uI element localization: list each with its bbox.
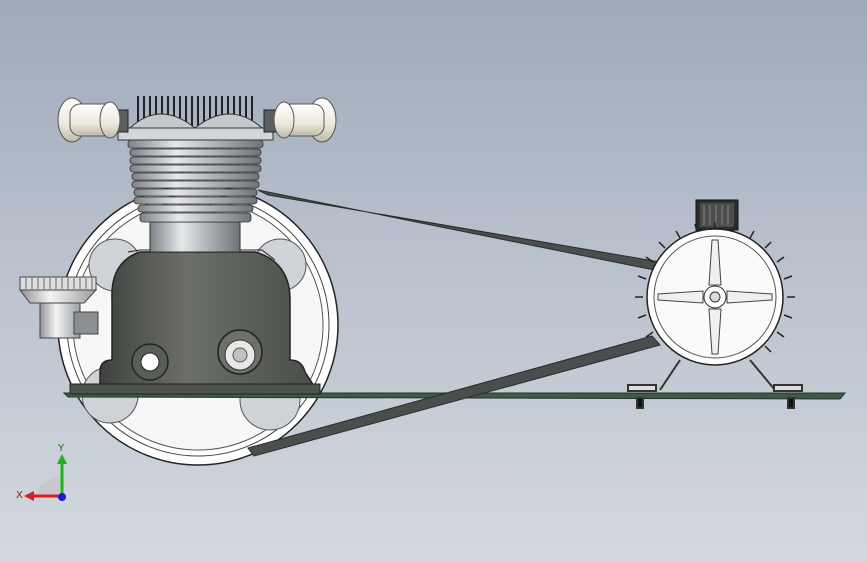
electric-motor[interactable]	[627, 199, 803, 409]
left-filter-cap[interactable]	[57, 97, 121, 143]
filter-knurl-lines	[25, 278, 93, 289]
right-filter-cap[interactable]	[273, 97, 337, 143]
compressor-crankcase[interactable]	[69, 249, 321, 395]
v-belt[interactable]	[247, 189, 661, 457]
air-intake-filter[interactable]	[18, 276, 99, 339]
cooling-fins	[127, 139, 264, 223]
motor-mounting-feet	[627, 359, 803, 409]
sight-glass[interactable]	[217, 329, 263, 375]
x-axis-label: X	[16, 490, 23, 501]
drain-plug[interactable]	[131, 343, 169, 381]
z-axis-dot	[58, 493, 66, 501]
intake-filter-caps[interactable]	[57, 97, 337, 143]
coordinate-triad: Y X	[14, 440, 84, 510]
motor-cooling-fins	[635, 222, 795, 353]
fan-cover-spokes	[657, 239, 773, 355]
motor-fan-cover[interactable]	[646, 228, 784, 366]
y-axis-label: Y	[57, 443, 65, 454]
motor-terminal-box[interactable]	[695, 199, 739, 231]
